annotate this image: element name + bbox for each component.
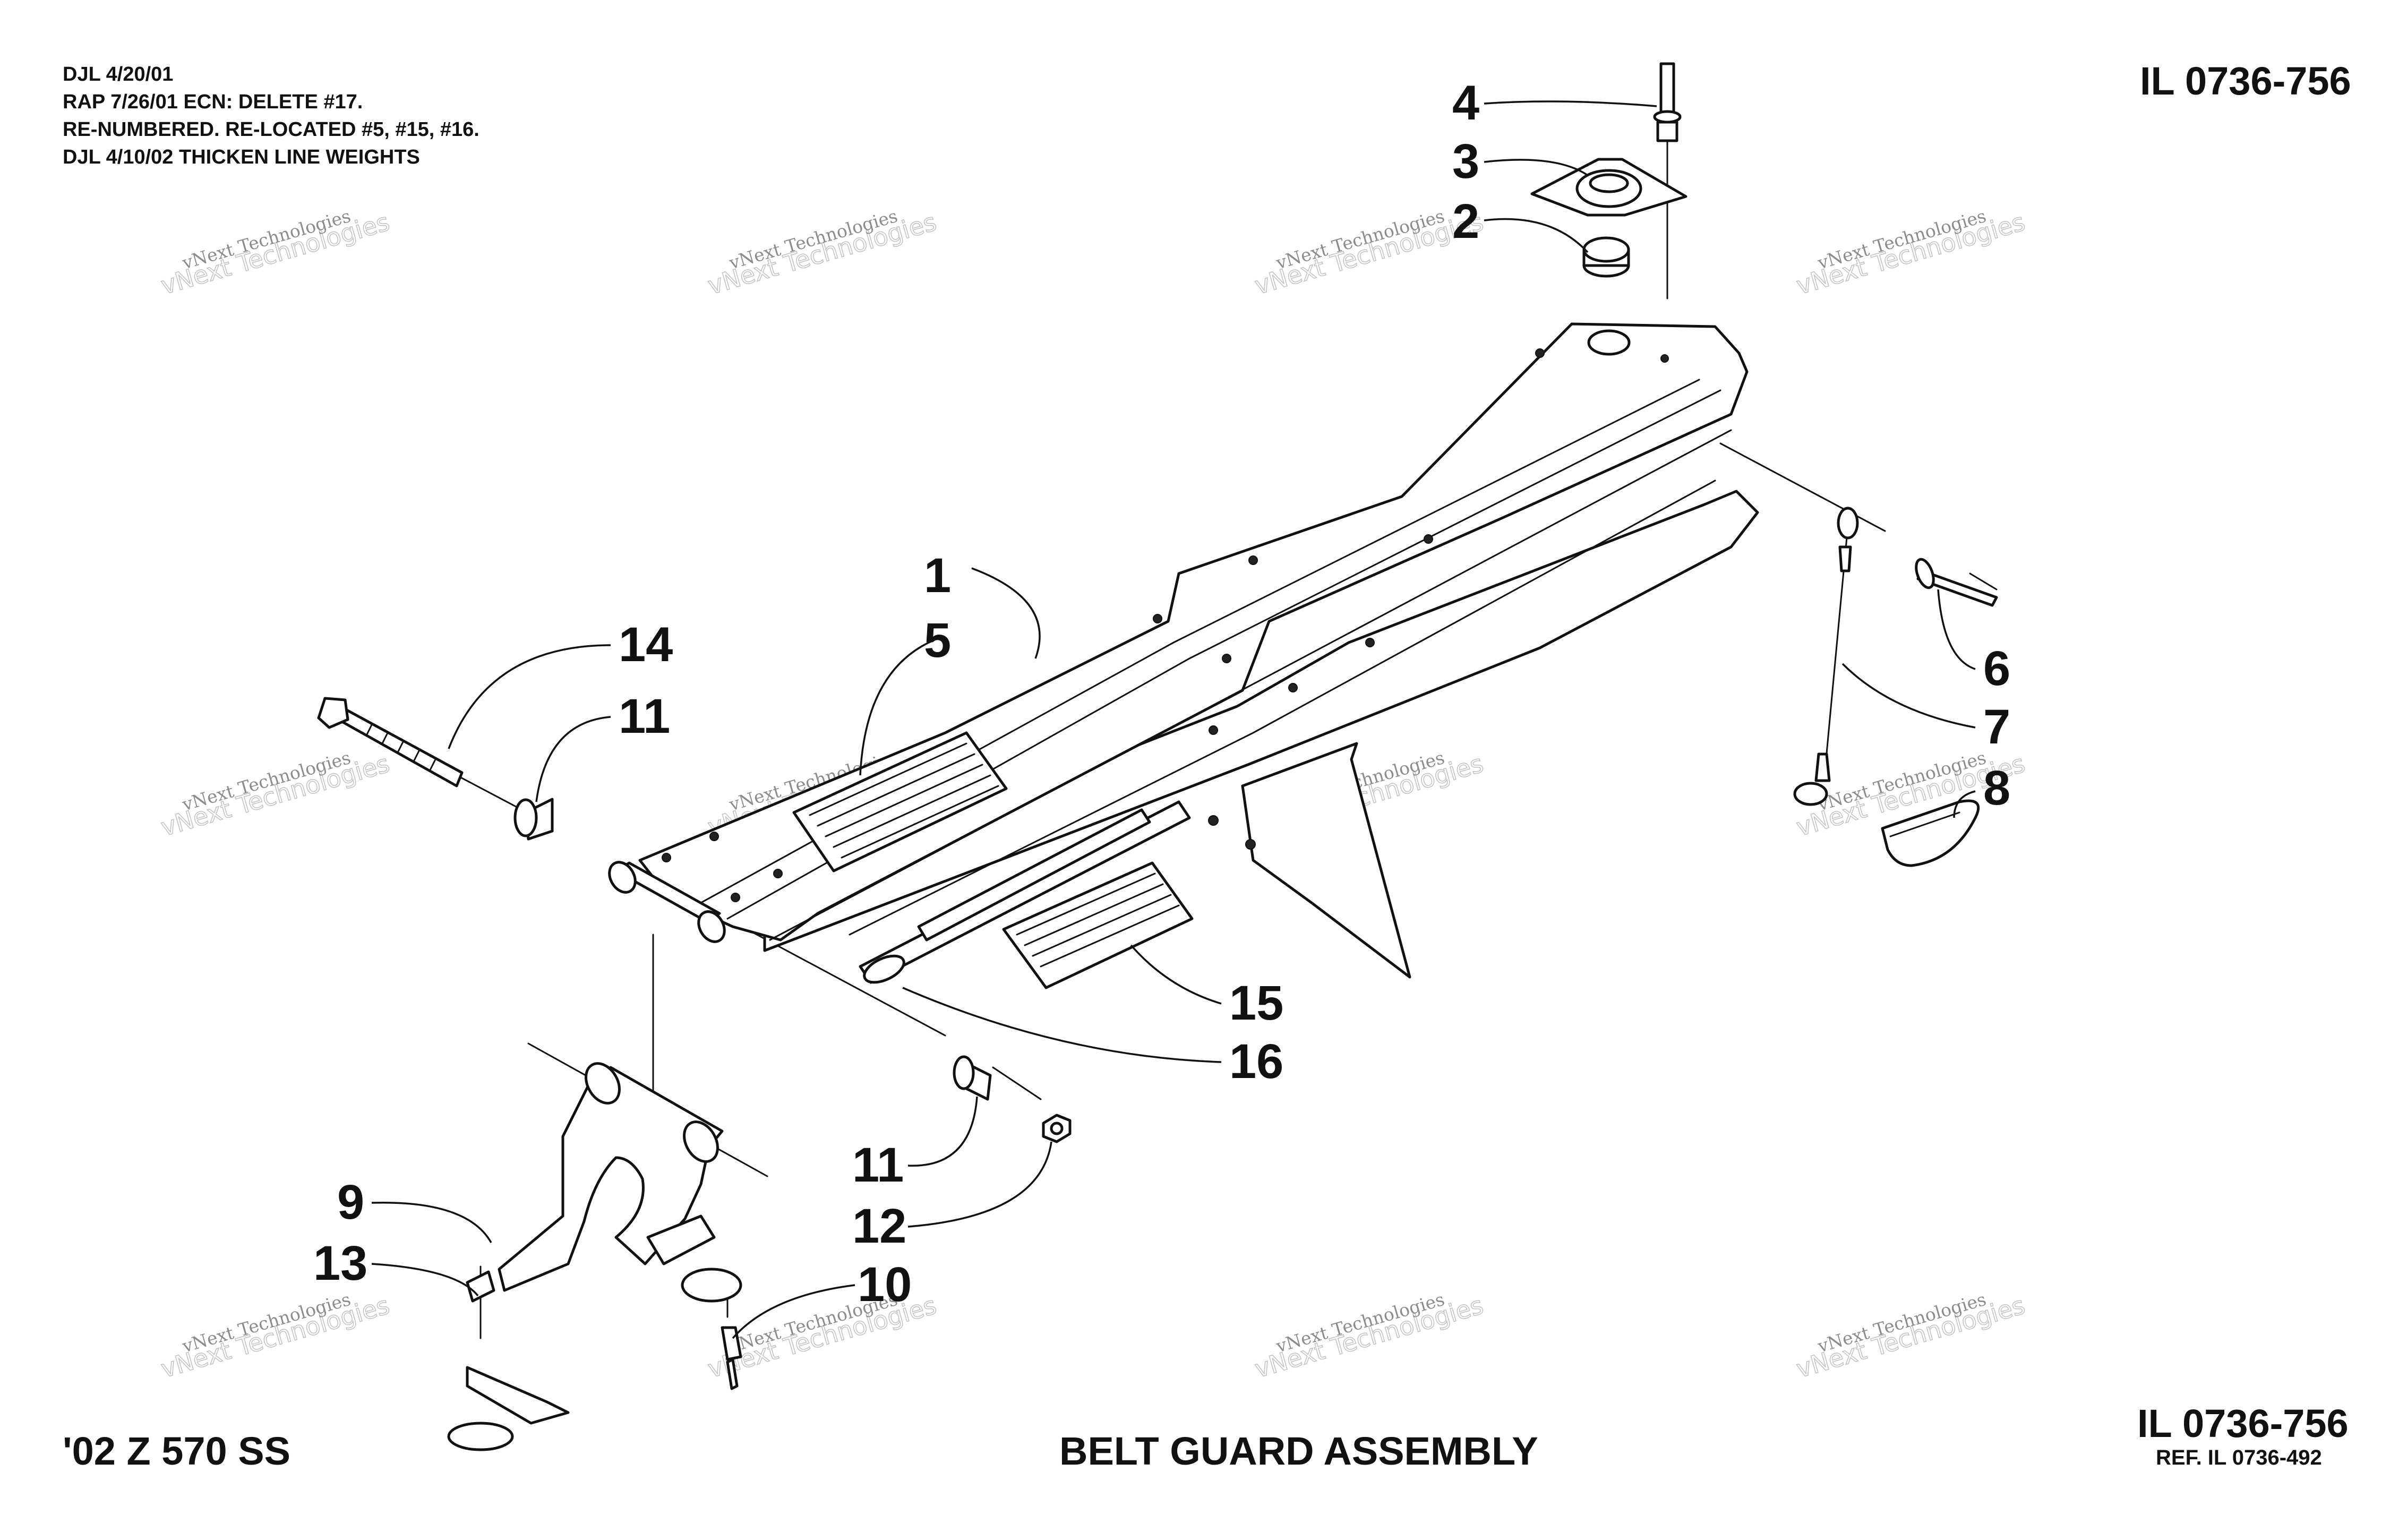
mount-hole: [1288, 683, 1298, 692]
mount-hole: [731, 893, 740, 902]
callout-7: 7: [1983, 700, 2010, 754]
illustration-id-top: IL 0736-756: [2140, 59, 2351, 103]
model-name: '02 Z 570 SS: [63, 1429, 290, 1473]
callout-5: 5: [924, 613, 951, 668]
callout-8: 8: [1983, 761, 2010, 815]
revision-note-4: DJL 4/10/02 THICKEN LINE WEIGHTS: [63, 146, 420, 168]
mount-hole: [1245, 839, 1256, 850]
mount-hole: [1209, 725, 1218, 735]
callout-11-lower: 11: [852, 1138, 904, 1192]
part-13-strap: [447, 1270, 570, 1451]
revision-note-2: RAP 7/26/01 ECN: DELETE #17.: [63, 91, 363, 113]
hinge-tube-end: [697, 910, 726, 943]
mount-hole: [1660, 354, 1669, 363]
belt-guard-fin: [1241, 742, 1411, 979]
part-6-rivet: [1915, 558, 1998, 607]
callout-9: 9: [337, 1175, 364, 1229]
part-2-grommet: [1582, 236, 1630, 278]
revision-note-1: DJL 4/20/01: [63, 63, 173, 85]
decal-15: [1002, 861, 1194, 989]
mount-hole: [1535, 348, 1545, 358]
part-7-lanyard: [1793, 507, 1859, 806]
callout-6: 6: [1983, 641, 2010, 696]
belt-guard-rib: [849, 480, 1716, 936]
callout-15: 15: [1229, 976, 1283, 1030]
revision-note-3: RE-NUMBERED. RE-LOCATED #5, #15, #16.: [63, 118, 479, 141]
callout-4: 4: [1452, 76, 1479, 130]
callout-3: 3: [1452, 134, 1479, 189]
part-3-plate: [1530, 158, 1687, 217]
diagram-title: BELT GUARD ASSEMBLY: [1059, 1429, 1538, 1473]
part-4-rivet: [1653, 62, 1682, 142]
decal-16: [859, 800, 1191, 984]
callout-10: 10: [858, 1257, 912, 1312]
illustration-id-bottom: IL 0736-756: [2137, 1401, 2349, 1445]
part-14-bolt: [317, 697, 464, 788]
mount-hole: [662, 853, 671, 862]
mount-hole: [1222, 654, 1231, 663]
belt-guard: [608, 322, 1759, 979]
part-9-bracket: [498, 1062, 724, 1292]
part-11-bushing-upper: [513, 798, 554, 841]
part-10-rivet: [681, 1268, 742, 1390]
mount-hole: [1153, 614, 1162, 623]
callout-1: 1: [924, 549, 951, 603]
leader-lines: [371, 100, 1976, 1339]
mount-hole: [773, 869, 783, 878]
hinge-tube-end: [608, 861, 637, 894]
mount-hole: [1248, 555, 1258, 565]
mount-hole: [709, 832, 719, 841]
decal-5: [792, 731, 1008, 872]
revision-notes: DJL 4/20/01 RAP 7/26/01 ECN: DELETE #17.…: [63, 63, 479, 168]
belt-guard-rib: [769, 429, 1732, 941]
reference-id: REF. IL 0736-492: [2156, 1446, 2322, 1469]
mount-hole: [1424, 534, 1433, 544]
callout-16: 16: [1229, 1034, 1283, 1089]
part-12-nut: [1042, 1114, 1072, 1143]
callout-numbers: 4 3 2 1 5 14 11 6 7 8 15 16 11 12 10 9 1…: [313, 76, 2010, 1312]
callout-13: 13: [313, 1236, 367, 1290]
callout-12: 12: [852, 1199, 906, 1253]
grommet-hole: [1587, 329, 1631, 356]
mount-hole: [1208, 815, 1219, 826]
callout-14: 14: [619, 618, 673, 672]
callout-2: 2: [1452, 194, 1479, 249]
callout-11-upper: 11: [619, 689, 670, 743]
mount-hole: [1365, 638, 1375, 647]
part-11-bushing-lower: [953, 1055, 992, 1101]
